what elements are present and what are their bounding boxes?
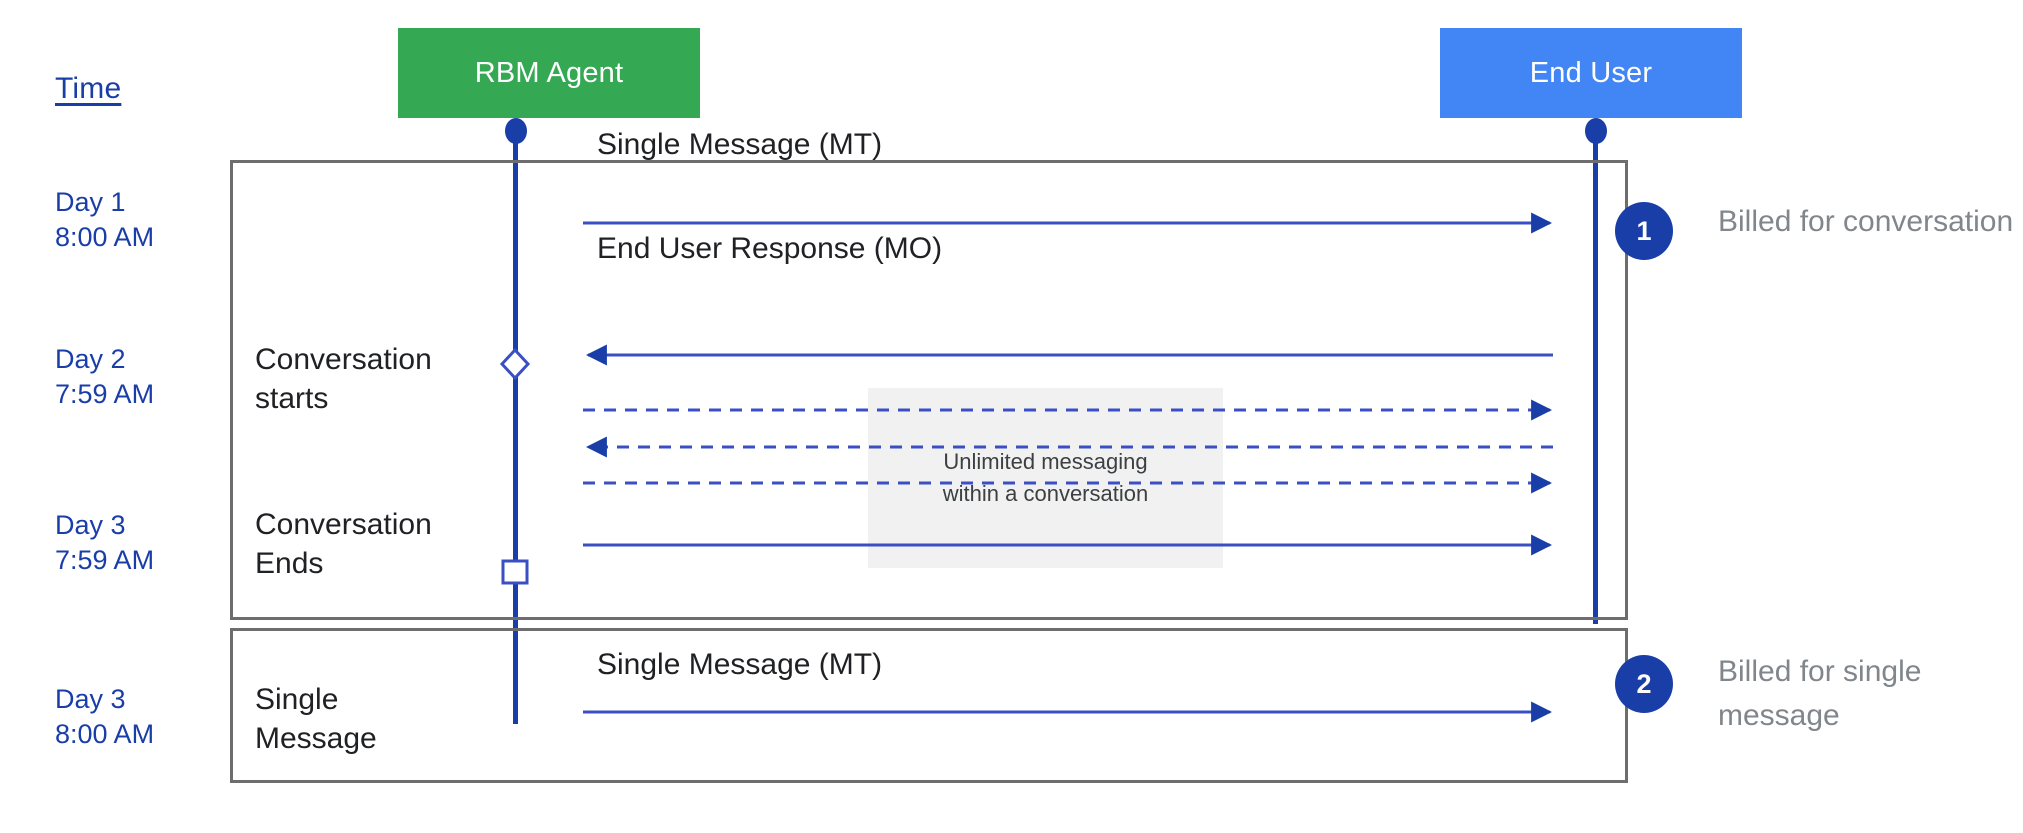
time-row-day3-single-time: 8:00 AM xyxy=(55,718,155,749)
step-badge-1-number: 1 xyxy=(1636,215,1652,246)
conversation-end-square xyxy=(501,559,529,585)
unlimited-line-1: Unlimited messaging xyxy=(943,449,1148,475)
unlimited-messaging-callout: Unlimited messaging within a conversatio… xyxy=(868,388,1223,568)
actor-label-end-user: End User xyxy=(1529,56,1653,89)
actor-box-rbm-agent[interactable]: RBM Agent xyxy=(398,28,700,118)
actor-label-rbm-agent: RBM Agent xyxy=(474,56,624,89)
time-row-day3-end: Day 3 7:59 AM xyxy=(55,508,154,577)
step-badge-1: 1 xyxy=(1615,202,1673,260)
time-axis-label: Time xyxy=(55,72,122,105)
message-label-single-message-mt-2: Single Message (MT) xyxy=(597,648,883,681)
time-row-day1-day: Day 1 xyxy=(55,187,126,217)
lifeline-end-user xyxy=(1593,126,1598,624)
lifeline-rbm-agent xyxy=(513,126,518,724)
time-row-day1: Day 1 8:00 AM xyxy=(55,185,154,254)
billing-note-conversation: Billed for conversation xyxy=(1718,205,2014,238)
step-badge-2: 2 xyxy=(1615,655,1673,713)
time-row-day3-single: Day 3 8:00 AM xyxy=(55,682,154,751)
time-row-day3-end-time: 7:59 AM xyxy=(55,544,155,575)
note-single-message: Single Message xyxy=(255,683,377,755)
message-label-end-user-response-mo: End User Response (MO) xyxy=(597,232,943,265)
unlimited-line-2: within a conversation xyxy=(942,481,1149,506)
step-badge-2-number: 2 xyxy=(1636,668,1652,699)
frame-conversation-block xyxy=(230,160,1628,620)
time-row-day1-time: 8:00 AM xyxy=(55,221,155,252)
note-conversation-ends: Conversation Ends xyxy=(255,508,432,580)
time-row-day2-day: Day 2 xyxy=(55,344,126,374)
note-conversation-starts: Conversation starts xyxy=(255,343,432,415)
time-row-day3-single-day: Day 3 xyxy=(55,684,126,714)
actor-box-end-user[interactable]: End User xyxy=(1440,28,1742,118)
time-row-day2: Day 2 7:59 AM xyxy=(55,342,154,411)
time-row-day2-time: 7:59 AM xyxy=(55,378,155,409)
billing-note-single-message: Billed for single message xyxy=(1718,655,1922,732)
message-label-single-message-mt-1: Single Message (MT) xyxy=(597,128,883,161)
time-row-day3-end-day: Day 3 xyxy=(55,510,126,540)
conversation-start-diamond xyxy=(499,347,531,381)
